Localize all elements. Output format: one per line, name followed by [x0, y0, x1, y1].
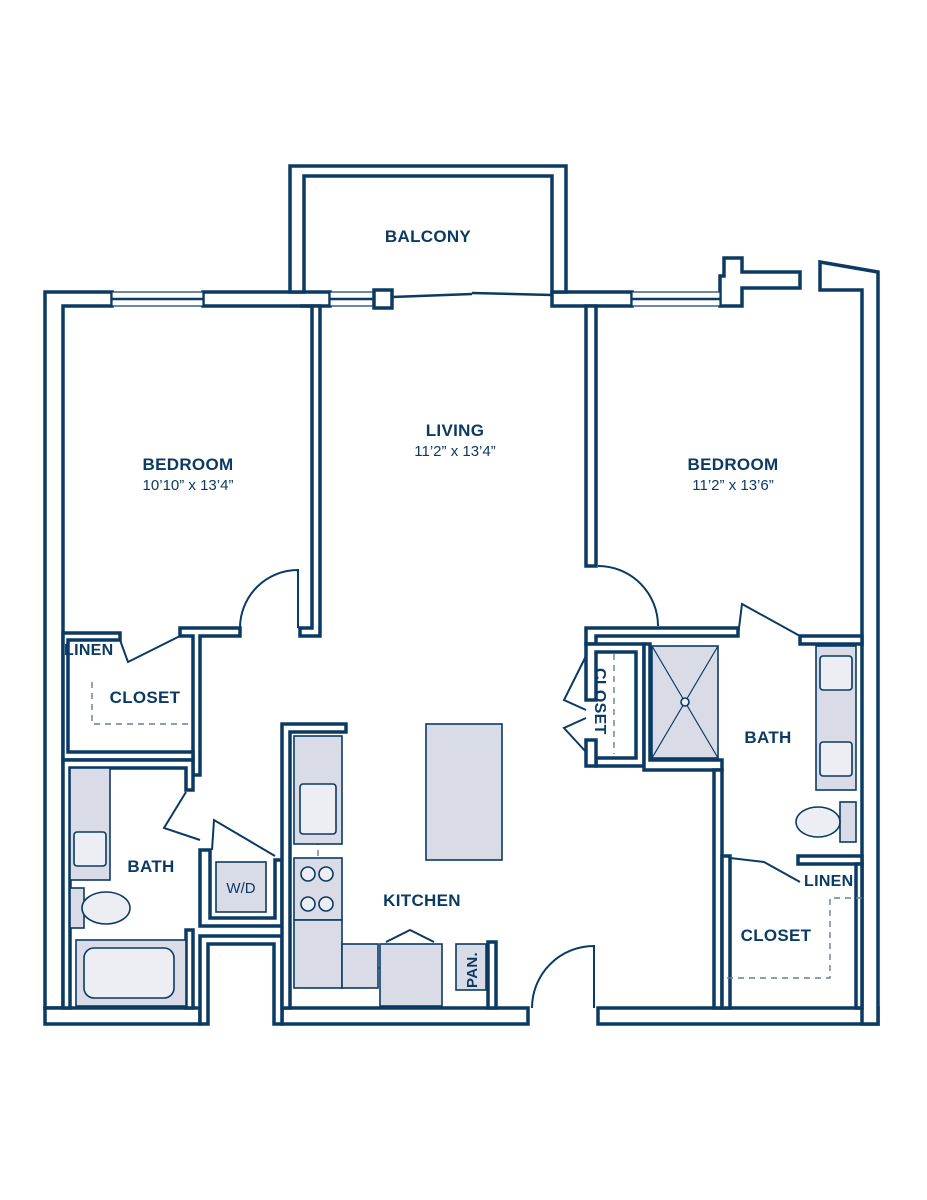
- wd-label: W/D: [226, 880, 255, 897]
- doors: [119, 565, 801, 1009]
- linen-left-label: LINEN: [64, 642, 114, 659]
- fixtures: [69, 645, 857, 1007]
- balcony: [288, 164, 568, 294]
- bath-left-label: BATH: [127, 857, 174, 876]
- interior-walls: [61, 304, 864, 1026]
- room-labels: BALCONY LIVING 11’2” x 13’4” BEDROOM 10’…: [64, 227, 854, 988]
- bedroom-right-size: 11’2” x 13’6”: [692, 477, 773, 494]
- balcony-label: BALCONY: [385, 227, 472, 246]
- kitchen-label: KITCHEN: [383, 891, 461, 910]
- pantry-label: PAN.: [464, 952, 481, 988]
- hall-closet-label: CLOSET: [591, 668, 608, 735]
- windows: [111, 288, 721, 310]
- bedroom-left-size: 10’10” x 13’4”: [143, 477, 234, 494]
- closet-right-label: CLOSET: [741, 926, 812, 945]
- living-label: LIVING: [426, 421, 484, 440]
- closet-left-label: CLOSET: [110, 688, 181, 707]
- bedroom-left-label: BEDROOM: [143, 455, 234, 474]
- bedroom-right-label: BEDROOM: [688, 455, 779, 474]
- linen-right-label: LINEN: [804, 873, 854, 890]
- bath-right-label: BATH: [744, 728, 791, 747]
- living-size: 11’2” x 13’4”: [414, 443, 495, 460]
